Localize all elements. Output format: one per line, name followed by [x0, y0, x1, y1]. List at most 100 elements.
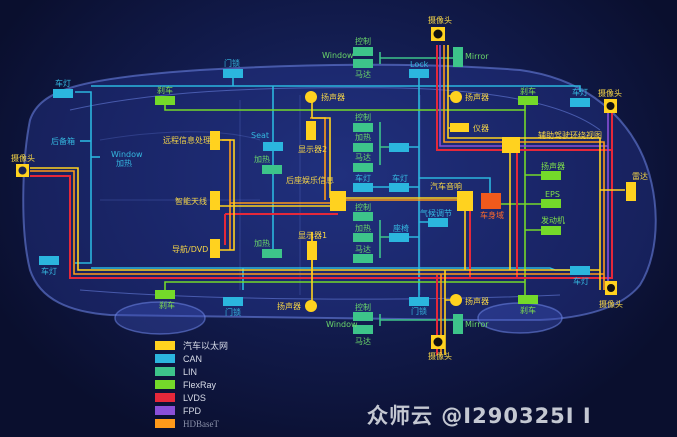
- seat-low-label: 座椅: [393, 224, 409, 233]
- ctrl-top-label: 控制: [355, 37, 371, 46]
- speaker-bl-label: 扬声器: [277, 302, 301, 311]
- camera-bottom[interactable]: [431, 335, 445, 349]
- mirror-box-bot[interactable]: [453, 314, 463, 334]
- door-lock-top-label: 门锁: [224, 59, 240, 68]
- adas-switch[interactable]: [502, 137, 520, 153]
- lock-top-label: Lock: [410, 60, 429, 69]
- speaker-top-left-label: 扬声器: [321, 93, 345, 102]
- motor-box-bot[interactable]: [353, 325, 373, 334]
- rear-ent-switch[interactable]: [330, 191, 346, 211]
- legend-swatch: [155, 406, 175, 415]
- motor-box-top[interactable]: [353, 59, 373, 68]
- window-bot-label: Window: [326, 320, 358, 329]
- instrument-label: 仪器: [473, 124, 489, 133]
- remote-info-box[interactable]: [210, 131, 220, 150]
- seat-box[interactable]: [263, 142, 283, 151]
- camera-top[interactable]: [431, 27, 445, 41]
- engine-box[interactable]: [541, 226, 561, 235]
- heat-box-low[interactable]: [353, 233, 373, 242]
- camera-right[interactable]: [604, 99, 617, 113]
- motor-box-mid[interactable]: [353, 163, 373, 172]
- seat-low-box[interactable]: [389, 233, 409, 242]
- legend-label: LVDS: [183, 392, 206, 403]
- ctrl-box-low[interactable]: [353, 212, 373, 221]
- door-lock-bl-box[interactable]: [223, 297, 243, 306]
- legend-swatch: [155, 354, 175, 363]
- eps-box[interactable]: [541, 199, 561, 208]
- brake-top-left-label: 刹车: [157, 86, 173, 95]
- mirror-box-top[interactable]: [453, 47, 463, 67]
- tail-light-left-box[interactable]: [53, 89, 73, 98]
- door-lock-bot-box[interactable]: [409, 297, 429, 306]
- display1-box[interactable]: [307, 241, 317, 260]
- rear-ent-label: 后座娱乐信息: [286, 176, 334, 185]
- heat-box-mid[interactable]: [353, 143, 373, 152]
- fpd-lines: [439, 45, 609, 290]
- ctrl-box-bot[interactable]: [353, 312, 373, 321]
- heat-mid-label: 加热: [355, 133, 371, 142]
- head-light-left-label: 车灯: [41, 267, 57, 276]
- tail-light-left-label: 车灯: [55, 79, 71, 88]
- instrument-box[interactable]: [450, 123, 469, 132]
- display2-label: 显示器2: [298, 145, 328, 154]
- legend-swatch: [155, 341, 175, 350]
- speaker-bot-label: 扬声器: [465, 297, 489, 306]
- ac-box[interactable]: [428, 218, 448, 227]
- display2-box[interactable]: [306, 121, 316, 140]
- brake-br-box[interactable]: [518, 295, 538, 304]
- door-lock-top-box[interactable]: [223, 69, 243, 78]
- light-mid2-label: 车灯: [392, 174, 408, 183]
- gateway-box[interactable]: [481, 193, 501, 209]
- remote-info-label: 远程信息处理: [163, 136, 211, 145]
- speaker-bl[interactable]: [305, 300, 317, 312]
- legend-item-lvds: LVDS: [155, 391, 228, 404]
- nav-dvd-box[interactable]: [210, 239, 220, 258]
- light-mid2-box[interactable]: [389, 183, 409, 192]
- radar-box[interactable]: [626, 182, 636, 201]
- brake-br-label: 刹车: [520, 306, 536, 315]
- brake-top-left-box[interactable]: [155, 96, 175, 105]
- speaker-top-left[interactable]: [305, 91, 317, 103]
- speaker-bot[interactable]: [450, 294, 462, 306]
- ctrl-box-mid[interactable]: [353, 123, 373, 132]
- ctrl-box-top[interactable]: [353, 47, 373, 56]
- door-lock-bot-label: 门锁: [411, 307, 427, 316]
- smart-antenna-label: 智能天线: [175, 197, 207, 206]
- brake-top-right-label: 刹车: [520, 87, 536, 96]
- smart-antenna-box[interactable]: [210, 191, 220, 210]
- can-node-mid[interactable]: [389, 143, 409, 152]
- head-light-right-label: 车灯: [573, 277, 589, 286]
- camera-bottom-label: 摄像头: [428, 352, 452, 361]
- brake-bl-box[interactable]: [155, 290, 175, 299]
- speaker-top-mid[interactable]: [450, 91, 462, 103]
- speaker-rf-label: 扬声器: [541, 162, 565, 171]
- motor-top-label: 马达: [355, 70, 371, 79]
- legend-item-fpd: FPD: [155, 404, 228, 417]
- light-mid-box[interactable]: [353, 183, 373, 192]
- legend-swatch: [155, 380, 175, 389]
- head-light-left-box[interactable]: [39, 256, 59, 265]
- speaker-rf-box[interactable]: [541, 171, 561, 180]
- camera-bottom-right[interactable]: [605, 281, 617, 295]
- ctrl-bot-label: 控制: [355, 303, 371, 312]
- watermark: 众师云 @I290325I I: [367, 404, 592, 428]
- heat-seat-label: 加热: [254, 155, 270, 164]
- heat-seat-box[interactable]: [262, 165, 282, 174]
- camera-bottom-right-label: 摄像头: [599, 300, 623, 309]
- lock-top-box[interactable]: [409, 69, 429, 78]
- heat-lower-box[interactable]: [262, 249, 282, 258]
- legend-label: FPD: [183, 405, 201, 416]
- brake-top-right-box[interactable]: [518, 96, 538, 105]
- camera-left[interactable]: [16, 164, 29, 177]
- head-light-right-box[interactable]: [570, 266, 590, 275]
- legend-item-can: CAN: [155, 352, 228, 365]
- car-audio-switch[interactable]: [457, 191, 473, 211]
- display1-label: 显示器1: [298, 231, 328, 240]
- nav-dvd-label: 导航/DVD: [172, 245, 209, 254]
- ac-label: 气候调节: [420, 209, 452, 218]
- motor-box-low[interactable]: [353, 254, 373, 263]
- tail-light-right-box[interactable]: [570, 98, 590, 107]
- ctrl-low-label: 控制: [355, 203, 371, 212]
